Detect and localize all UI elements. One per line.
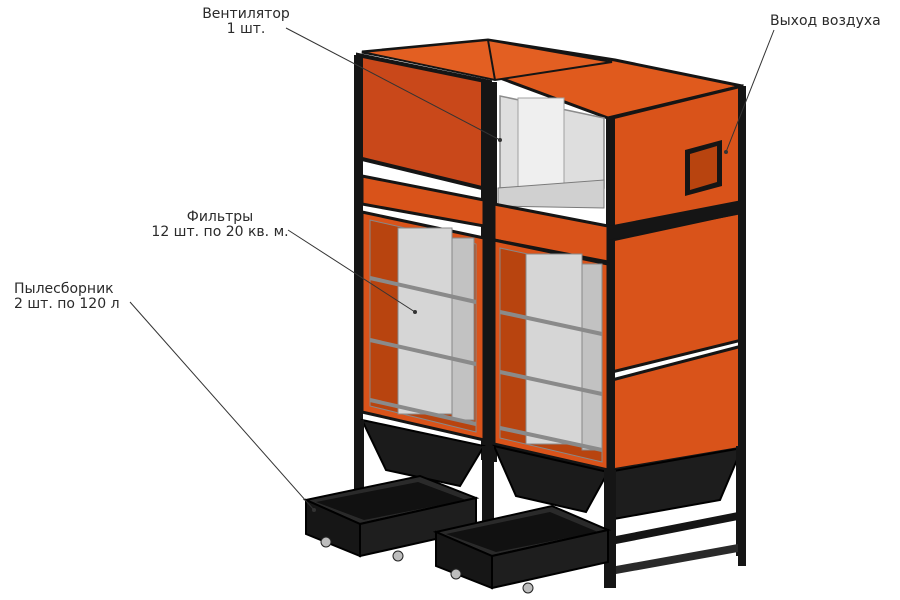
label-filters: Фильтры 12 шт. по 20 кв. м.: [140, 210, 300, 240]
filter-compartment-right: [492, 238, 610, 472]
label-fan: Вентилятор 1 шт.: [186, 7, 306, 37]
hoppers: [360, 418, 744, 522]
label-dust-collector-name: Пылесборник: [14, 281, 114, 297]
leader-filters: [287, 229, 416, 313]
label-fan-name: Вентилятор: [202, 6, 290, 22]
dust-bin-left: [302, 474, 480, 562]
label-dust-collector-qty: 2 шт. по 120 л: [14, 296, 120, 312]
leader-arrowheads: [312, 138, 728, 512]
label-filters-qty: 12 шт. по 20 кв. м.: [151, 224, 289, 240]
leader-fan: [285, 27, 501, 141]
leader-air-outlet: [725, 29, 775, 153]
air-outlet: [685, 140, 722, 196]
roof: [361, 38, 743, 120]
leader-dust-collector: [129, 301, 315, 511]
label-filters-name: Фильтры: [186, 209, 254, 225]
base-frame: [354, 420, 746, 588]
leader-lines: [129, 27, 775, 511]
label-air-outlet-name: Выход воздуха: [770, 13, 881, 29]
label-air-outlet: Выход воздуха: [770, 14, 881, 29]
filter-compartment-left: [360, 210, 486, 442]
dust-bin-right: [432, 504, 612, 594]
middle-band: [360, 174, 742, 264]
label-fan-qty: 1 шт.: [226, 21, 266, 37]
label-dust-collector: Пылесборник 2 шт. по 120 л: [14, 282, 120, 312]
